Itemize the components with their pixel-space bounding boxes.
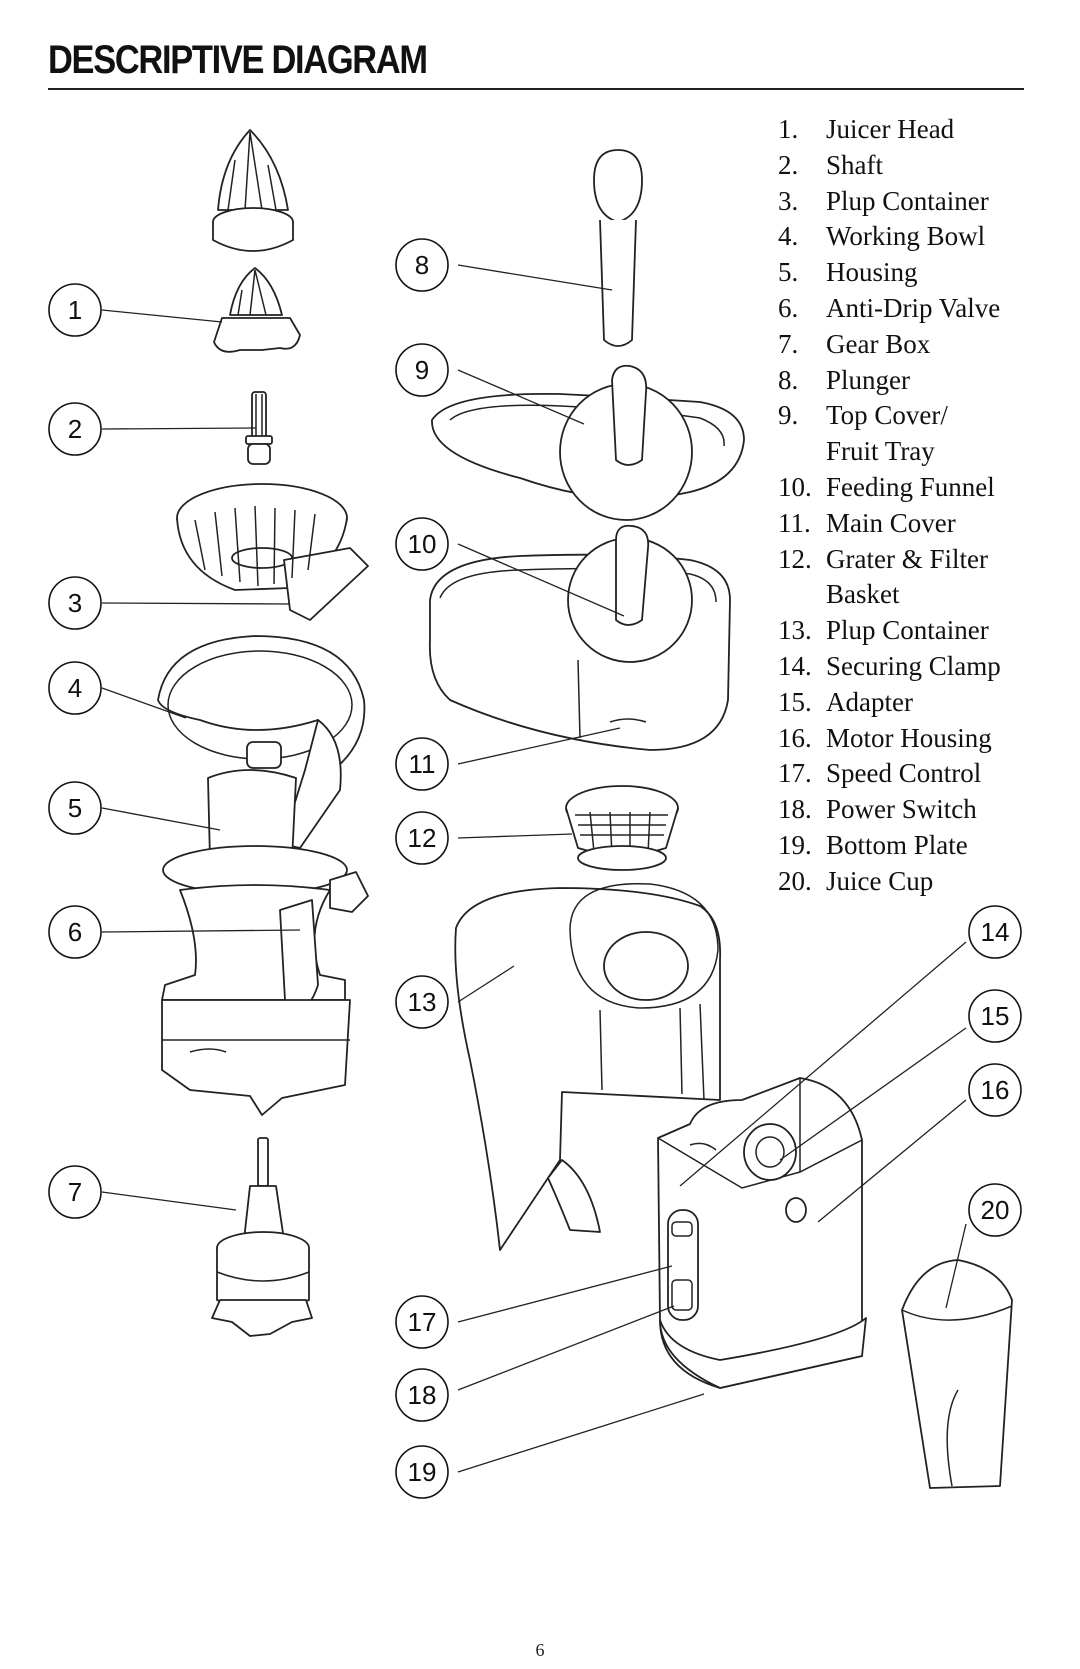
top-cover-drawing [431, 364, 745, 521]
legend-item: 4.Working Bowl [778, 221, 986, 252]
svg-text:19: 19 [408, 1457, 437, 1487]
svg-text:14: 14 [981, 917, 1010, 947]
pulp-container-drawing [176, 483, 369, 621]
parts-legend: 1.Juicer Head 2.Shaft 3.Plup Container 4… [778, 112, 1001, 900]
plunger-drawing [593, 149, 643, 347]
motor-housing-drawing [657, 1077, 867, 1389]
legend-item: 15.Adapter [778, 686, 913, 717]
juicer-head-drawing [213, 267, 301, 353]
working-bowl-drawing [157, 635, 366, 849]
callout-5: 5 [48, 781, 102, 835]
base-with-valve-drawing [161, 884, 351, 1116]
legend-item: 5.Housing [778, 257, 918, 288]
pulp-bin-drawing [454, 882, 722, 1251]
callout-4: 4 [48, 661, 102, 715]
callout-11: 11 [395, 737, 449, 791]
page-title: DESCRIPTIVE DIAGRAM [48, 38, 428, 82]
main-cover-drawing [428, 524, 731, 751]
legend-item: 14.Securing Clamp [778, 650, 1001, 681]
callout-7: 7 [48, 1165, 102, 1219]
svg-text:16: 16 [981, 1075, 1010, 1105]
svg-text:1: 1 [68, 295, 82, 325]
svg-text:18: 18 [408, 1380, 437, 1410]
legend-item: 8.Plunger [778, 364, 910, 395]
title-rule [48, 88, 1024, 90]
callout-16: 16 [968, 1063, 1022, 1117]
leader-lines [101, 264, 967, 1473]
shaft-drawing [245, 391, 273, 465]
svg-text:11: 11 [409, 749, 436, 779]
housing-drawing [162, 769, 369, 913]
legend-item: 13.Plup Container [778, 615, 989, 646]
callout-12: 12 [395, 811, 449, 865]
legend-item: 12.Grater & Filter Basket [778, 543, 988, 610]
callout-18: 18 [395, 1368, 449, 1422]
page-number: 6 [535, 1640, 545, 1660]
callout-20: 20 [968, 1183, 1022, 1237]
svg-text:5: 5 [68, 793, 82, 823]
legend-item: 16.Motor Housing [778, 722, 992, 753]
legend-item: 3.Plup Container [778, 185, 989, 216]
legend-item: 18.Power Switch [778, 794, 977, 825]
legend-item: 11.Main Cover [778, 507, 956, 538]
juice-cup-drawing [901, 1259, 1013, 1489]
callout-2: 2 [48, 402, 102, 456]
svg-text:3: 3 [68, 588, 82, 618]
callout-3: 3 [48, 576, 102, 630]
legend-item: 10.Feeding Funnel [778, 471, 995, 502]
filter-basket-drawing [565, 785, 679, 871]
svg-text:12: 12 [408, 823, 437, 853]
legend-item: 17.Speed Control [778, 758, 982, 789]
callout-19: 19 [395, 1445, 449, 1499]
legend-item: 9.Top Cover/ Fruit Tray [778, 400, 948, 467]
svg-text:6: 6 [68, 917, 82, 947]
svg-text:4: 4 [68, 673, 82, 703]
legend-item: 1.Juicer Head [778, 114, 955, 144]
svg-text:8: 8 [415, 250, 429, 280]
legend-item: 2.Shaft [778, 149, 883, 180]
svg-text:2: 2 [68, 414, 82, 444]
callout-9: 9 [395, 343, 449, 397]
legend-item: 19.Bottom Plate [778, 829, 968, 860]
legend-item: 7.Gear Box [778, 328, 931, 359]
legend-item: 20.Juice Cup [778, 865, 934, 896]
callout-8: 8 [395, 238, 449, 292]
callout-10: 10 [395, 517, 449, 571]
legend-item: 6.Anti-Drip Valve [778, 292, 1001, 323]
callout-15: 15 [968, 989, 1022, 1043]
svg-text:13: 13 [408, 987, 437, 1017]
callout-6: 6 [48, 905, 102, 959]
callout-14: 14 [968, 905, 1022, 959]
callout-17: 17 [395, 1295, 449, 1349]
callout-1: 1 [48, 283, 102, 337]
svg-text:9: 9 [415, 355, 429, 385]
callout-13: 13 [395, 975, 449, 1029]
svg-text:15: 15 [981, 1001, 1010, 1031]
gear-box-drawing [211, 1137, 313, 1337]
svg-text:17: 17 [408, 1307, 437, 1337]
svg-text:10: 10 [408, 529, 437, 559]
reamer-cone-drawing [212, 129, 294, 252]
svg-text:7: 7 [68, 1177, 82, 1207]
svg-text:20: 20 [981, 1195, 1010, 1225]
